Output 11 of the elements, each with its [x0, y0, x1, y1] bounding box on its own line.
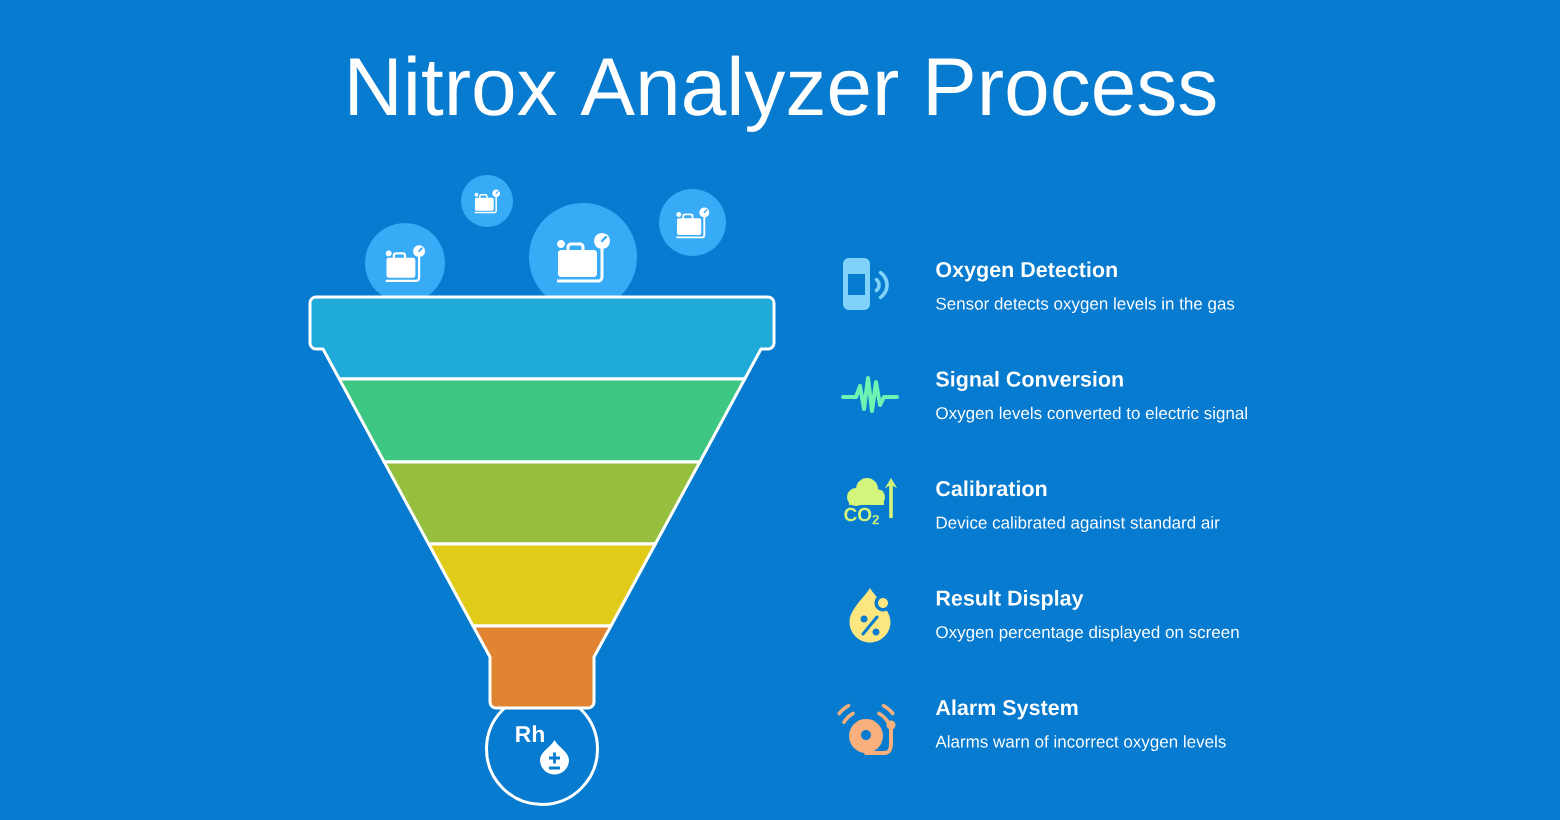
step-description: Device calibrated against standard air: [936, 516, 1220, 532]
step-heading: Calibration: [936, 480, 1047, 497]
step-heading: Result Display: [936, 589, 1084, 610]
step-heading: Alarm System: [935, 699, 1078, 720]
step-description: Oxygen percentage displayed on screen: [936, 625, 1239, 642]
step-description: Alarms warn of incorrect oxygen levels: [935, 735, 1226, 751]
step-heading: Signal Conversion: [936, 370, 1123, 392]
step-description: Sensor detects oxygen levels in the gas: [936, 297, 1235, 313]
step-description: Oxygen levels converted to electric signal: [936, 406, 1247, 423]
step-heading: Oxygen Detection: [936, 261, 1117, 282]
title: Nitrox Analyzer Process: [350, 55, 1216, 132]
